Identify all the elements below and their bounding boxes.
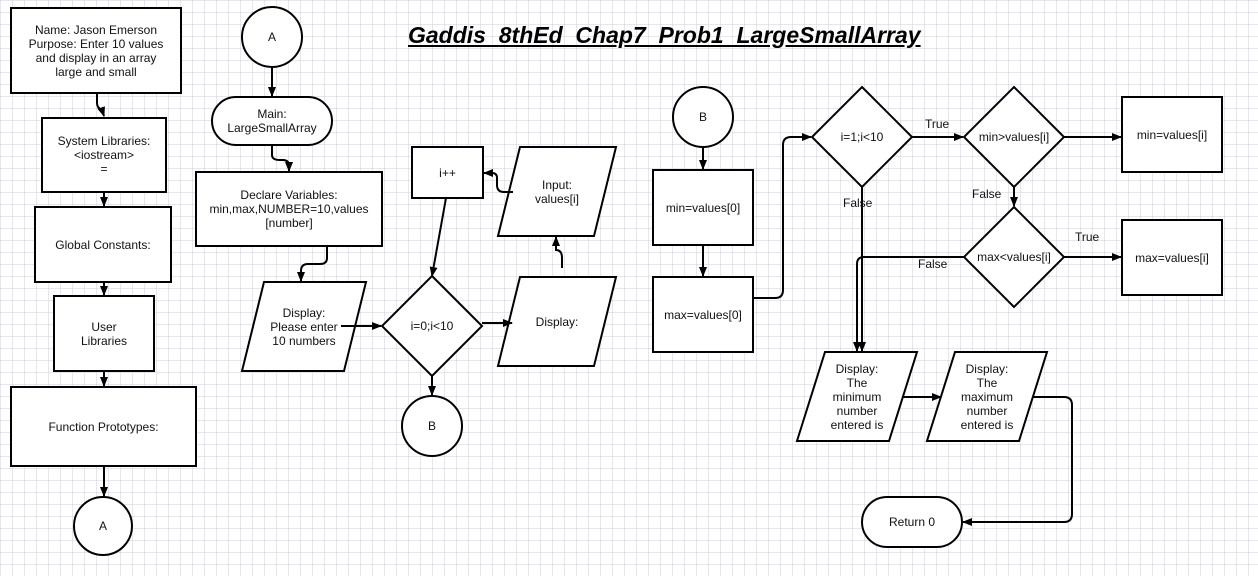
max-check-decision[interactable] (962, 205, 1066, 309)
connector-a-bottom[interactable] (73, 496, 133, 556)
display-min-parallelogram[interactable] (795, 351, 919, 442)
edge-max-init-to-loop2 (753, 133, 812, 299)
system-libraries-box[interactable] (41, 117, 167, 193)
min-init-box[interactable] (652, 169, 754, 246)
main-terminator[interactable] (211, 96, 333, 146)
min-check-decision[interactable] (962, 85, 1066, 189)
function-prototypes-box[interactable] (10, 386, 197, 467)
display-blank-parallelogram[interactable] (496, 276, 618, 367)
edge-display-blank-to-input (552, 236, 563, 268)
connector-a-top[interactable] (241, 6, 303, 68)
min-false-label: False (972, 187, 1002, 201)
display-prompt-parallelogram[interactable] (240, 281, 368, 372)
edge-declare-to-display (297, 246, 328, 282)
edge-display-max-to-return (962, 396, 1073, 526)
min-assign-box[interactable] (1121, 96, 1223, 173)
max-init-box[interactable] (652, 276, 754, 353)
max-true-label: True (1075, 230, 1100, 244)
user-libraries-box[interactable] (53, 295, 155, 372)
min-true-label: True (925, 117, 950, 131)
input-values-parallelogram[interactable] (496, 146, 618, 237)
max-false-label: False (918, 257, 948, 271)
return-terminator[interactable] (861, 496, 963, 548)
header-box[interactable] (10, 7, 182, 94)
increment-box[interactable] (411, 146, 484, 199)
max-assign-box[interactable] (1121, 219, 1223, 296)
display-max-parallelogram[interactable] (925, 351, 1049, 442)
declare-variables-box[interactable] (195, 171, 383, 247)
loop2-decision[interactable] (810, 85, 914, 189)
edge-main-to-declare (271, 145, 293, 172)
edge-header-to-syslibs (96, 93, 105, 117)
diagram-title: Gaddis_8thEd_Chap7_Prob1_LargeSmallArray (408, 22, 921, 48)
loop1-decision[interactable] (380, 274, 484, 378)
loop2-false-label: False (843, 196, 873, 210)
connector-b-top[interactable] (672, 86, 734, 148)
edge-max-false-to-display-min (853, 256, 964, 352)
connector-b-bottom[interactable] (401, 395, 463, 457)
edge-input-to-increment (483, 169, 513, 193)
edge-increment-to-loop1 (429, 197, 447, 277)
global-constants-box[interactable] (34, 206, 172, 283)
